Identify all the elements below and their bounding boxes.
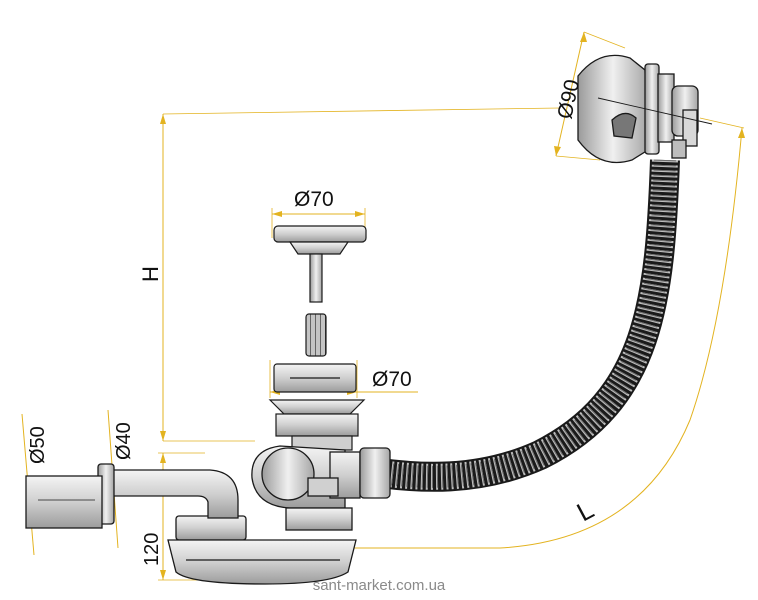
length-label: L	[572, 494, 599, 527]
overflow-head	[577, 54, 713, 164]
outlet-inner-diameter-label: Ø40	[113, 422, 135, 460]
strainer-diameter-label: Ø70	[372, 368, 412, 391]
overflow-diameter-dimension-line	[555, 31, 585, 157]
drain-strainer	[268, 363, 366, 451]
trap-body	[167, 445, 391, 585]
trap-height-label: 120	[141, 533, 163, 566]
l-dimension-arc	[318, 127, 743, 549]
overflow-hose	[357, 159, 680, 492]
watermark: sant-market.com.ua	[312, 577, 446, 594]
outlet-outer-diameter-label: Ø50	[27, 426, 49, 464]
height-label: H	[138, 266, 163, 282]
plug-diameter-label: Ø70	[294, 188, 334, 211]
drain-plug	[273, 225, 367, 357]
outlet-pipe	[25, 463, 239, 529]
